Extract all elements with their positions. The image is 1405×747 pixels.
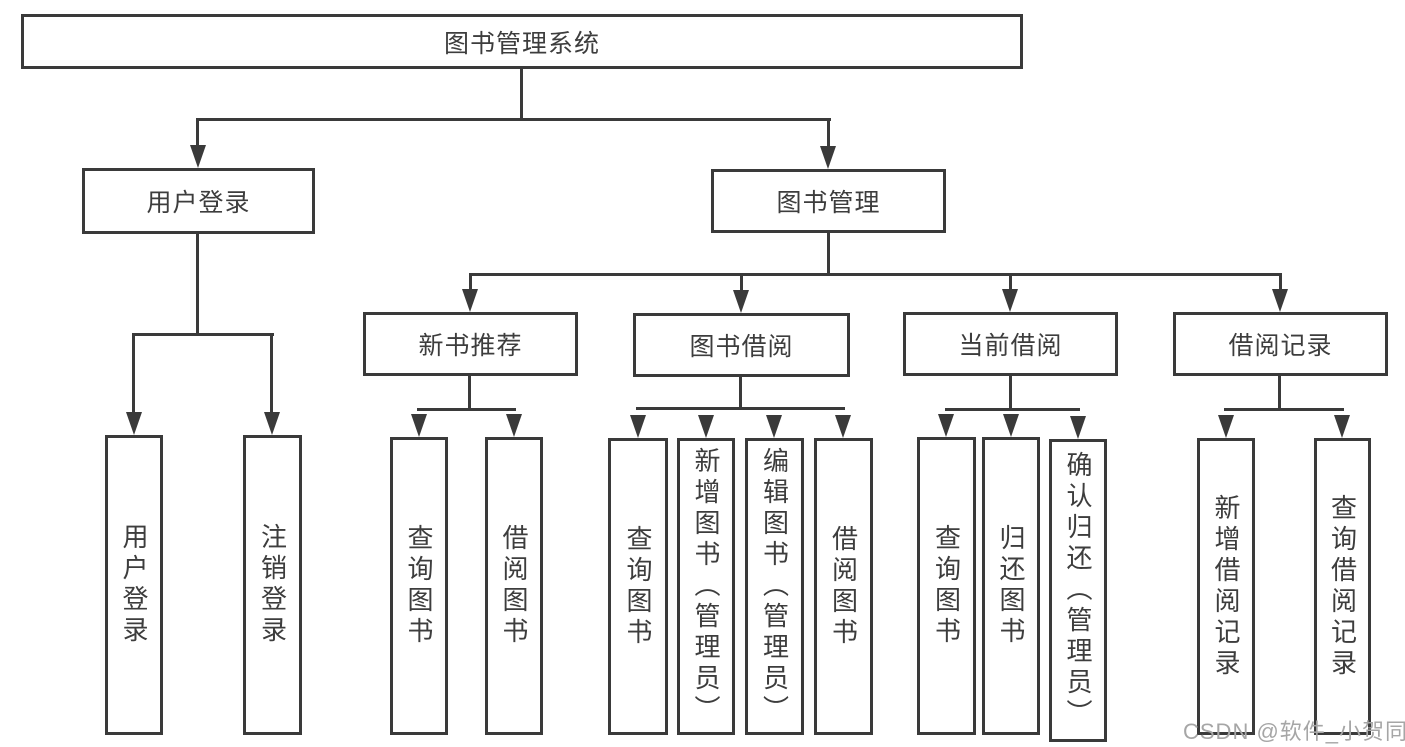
node-book-management: 图书管理 <box>711 169 946 233</box>
leaf-borrow-books: 借阅图书 <box>814 438 873 735</box>
arrow-down-icon <box>411 414 427 437</box>
connector-book-borrow-rail <box>636 407 845 410</box>
arrow-down-icon <box>835 415 851 438</box>
connector-new-book-rail <box>417 408 516 411</box>
arrow-down-icon <box>190 145 206 168</box>
node-library-management-system: 图书管理系统 <box>21 14 1023 69</box>
connector-drop-current-borrow <box>1009 276 1012 292</box>
leaf-logout: 注销登录 <box>243 435 302 735</box>
connector-drop-book-borrow <box>740 276 743 292</box>
arrow-down-icon <box>630 415 646 438</box>
connector-drop-borrow-record <box>1279 276 1282 292</box>
arrow-down-icon <box>126 412 142 435</box>
watermark-text: CSDN @软件_小贺同学 <box>1183 719 1405 744</box>
leaf-user-login: 用户登录 <box>105 435 163 735</box>
leaf-query-books-borrow: 查询图书 <box>608 438 668 735</box>
leaf-query-books-current: 查询图书 <box>917 437 976 735</box>
arrow-down-icon <box>1334 415 1350 438</box>
connector-borrow-record-rail <box>1224 408 1344 411</box>
arrow-down-icon <box>1218 415 1234 438</box>
connector-drop-new-book <box>469 276 472 292</box>
connector-book-management-stem <box>827 233 830 275</box>
connector-current-borrow-rail <box>945 408 1080 411</box>
arrow-down-icon <box>1002 289 1018 312</box>
connector-drop-leaf-logout <box>270 336 273 414</box>
leaf-query-books-recommend: 查询图书 <box>390 437 448 735</box>
node-book-borrowing: 图书借阅 <box>633 313 850 377</box>
connector-drop-user-login <box>196 121 199 147</box>
node-current-borrowing: 当前借阅 <box>903 312 1118 376</box>
node-new-book-recommend: 新书推荐 <box>363 312 578 376</box>
arrow-down-icon <box>264 412 280 435</box>
leaf-add-borrow-record: 新增借阅记录 <box>1197 438 1255 735</box>
connector-drop-book-management <box>827 121 830 147</box>
arrow-down-icon <box>733 290 749 313</box>
node-user-login: 用户登录 <box>82 168 315 234</box>
arrow-down-icon <box>506 414 522 437</box>
connector-root-rail <box>196 118 831 121</box>
leaf-confirm-return-admin: 确认归还（管理员） <box>1049 439 1107 742</box>
connector-book-management-rail <box>469 273 1282 276</box>
arrow-down-icon <box>766 415 782 438</box>
leaf-add-book-admin: 新增图书（管理员） <box>677 438 735 735</box>
arrow-down-icon <box>462 289 478 312</box>
leaf-borrow-books-recommend: 借阅图书 <box>485 437 543 735</box>
connector-borrow-record-stem <box>1278 376 1281 410</box>
connector-user-login-rail <box>132 333 274 336</box>
connector-current-borrow-stem <box>1009 376 1012 410</box>
arrow-down-icon <box>938 414 954 437</box>
arrow-down-icon <box>820 146 836 169</box>
connector-user-login-stem <box>196 234 199 335</box>
leaf-return-books: 归还图书 <box>982 437 1040 735</box>
arrow-down-icon <box>1070 416 1086 439</box>
connector-drop-leaf-user-login <box>132 336 135 414</box>
arrow-down-icon <box>698 415 714 438</box>
connector-root-stem <box>520 69 523 120</box>
leaf-edit-book-admin: 编辑图书（管理员） <box>745 438 804 735</box>
node-borrow-records: 借阅记录 <box>1173 312 1388 376</box>
arrow-down-icon <box>1003 414 1019 437</box>
connector-book-borrow-stem <box>739 377 742 410</box>
leaf-query-borrow-record: 查询借阅记录 <box>1314 438 1371 735</box>
arrow-down-icon <box>1272 289 1288 312</box>
connector-new-book-stem <box>468 376 471 410</box>
